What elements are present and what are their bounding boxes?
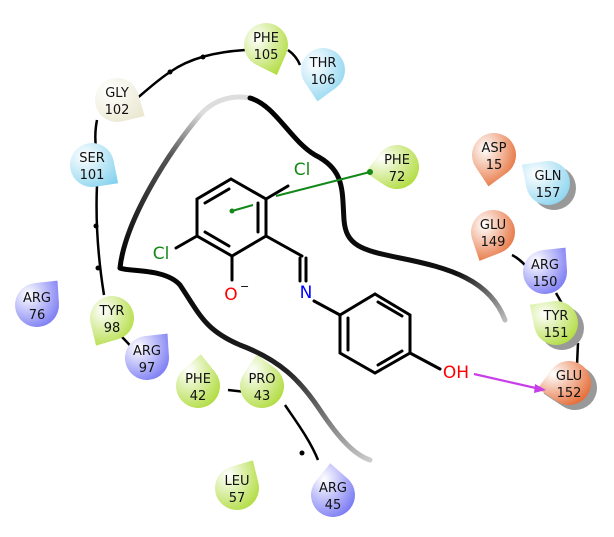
residue-num: 102 <box>105 103 130 118</box>
residue-name: ARG <box>23 291 51 306</box>
residue-shape <box>521 161 571 206</box>
residue-phe-72: PHE 72 <box>365 144 419 189</box>
residue-num: 152 <box>557 386 582 401</box>
residue-pro-43: PRO 43 <box>240 354 285 409</box>
residue-num: 105 <box>254 48 279 63</box>
residue-phe-42: PHE 42 <box>175 354 220 408</box>
residue-name: PHE <box>384 153 410 168</box>
residue-ser-101: SER 101 <box>70 143 119 187</box>
residue-name: PHE <box>253 31 279 46</box>
residue-num: 43 <box>254 389 271 404</box>
residue-num: 97 <box>139 361 156 376</box>
pi-stacking-dot <box>367 169 373 175</box>
residue-name: GLU <box>556 369 582 384</box>
residue-shape <box>15 280 60 327</box>
residue-shape <box>529 301 578 346</box>
charge-label: − <box>240 280 249 293</box>
chlorine-top-label: Cl <box>294 160 311 180</box>
residue-arg-45: ARG 45 <box>311 463 355 517</box>
nitrogen-label: N <box>300 283 313 303</box>
residue-thr-106: THR 106 <box>301 48 346 102</box>
oxygen-anion-label: O <box>224 285 237 305</box>
residue-name: ASP <box>482 141 507 156</box>
residue-name: THR <box>309 56 337 71</box>
residue-phe-105: PHE 105 <box>244 22 288 75</box>
residue-num: 101 <box>80 168 105 183</box>
residue-name: GLY <box>105 86 129 101</box>
residue-num: 45 <box>325 498 342 513</box>
residue-glu-152: GLU 152 <box>537 361 598 411</box>
residue-num: 57 <box>229 491 246 506</box>
residue-shape <box>240 354 285 409</box>
residue-num: 151 <box>544 326 569 341</box>
residue-gly-102: GLY 102 <box>95 78 145 122</box>
residue-tyr-151: TYR 151 <box>529 301 585 350</box>
residue-num: 149 <box>481 235 506 250</box>
residue-arg-76: ARG 76 <box>15 280 60 327</box>
residue-num: 76 <box>29 308 46 323</box>
residue-gln-157: GLN 157 <box>521 161 576 210</box>
residue-num: 42 <box>190 389 207 404</box>
hbond-arrowhead <box>534 384 546 393</box>
ligand-atoms: Cl Cl O − N OH <box>153 160 469 383</box>
residue-name: SER <box>79 151 105 166</box>
residue-name: TYR <box>99 304 125 319</box>
residue-name: ARG <box>531 258 559 273</box>
residue-name: PRO <box>248 372 275 387</box>
residue-shape <box>537 361 591 405</box>
residue-num: 157 <box>536 186 561 201</box>
residue-name: LEU <box>225 474 250 489</box>
hydroxyl-label: OH <box>443 363 469 383</box>
residue-shape <box>244 22 288 75</box>
residue-shape <box>215 460 259 510</box>
residue-shape <box>70 143 119 187</box>
pi-stacking-arrow-dot <box>229 208 235 214</box>
pocket-outline <box>117 94 508 463</box>
pi-stacking-line <box>275 171 371 197</box>
chlorine-left-label: Cl <box>153 244 170 264</box>
backbone-dots <box>93 54 305 456</box>
residue-shape <box>523 247 568 294</box>
residue-arg-97: ARG 97 <box>125 333 170 381</box>
interactions <box>229 169 546 393</box>
residue-shape <box>175 354 220 408</box>
residue-num: 150 <box>533 275 558 290</box>
residue-shape <box>301 48 346 102</box>
residue-asp-15: ASP 15 <box>472 133 517 187</box>
residue-num: 15 <box>486 158 503 173</box>
residue-shape <box>472 133 517 187</box>
residue-shape <box>311 463 355 517</box>
residue-shape <box>365 144 419 189</box>
hbond-line <box>473 372 541 391</box>
residue-layer: PHE105THR106GLY102SER101PHE72ASP15GLN157… <box>15 22 598 517</box>
residue-glu-149: GLU 149 <box>471 210 516 261</box>
ring-hydroxyphenyl <box>338 292 412 375</box>
residue-name: GLU <box>480 218 506 233</box>
residue-name: GLN <box>534 169 561 184</box>
residue-shape <box>90 296 135 346</box>
residue-name: PHE <box>185 372 211 387</box>
residue-shape <box>471 210 516 261</box>
ring-dichlorophenol <box>195 177 268 258</box>
residue-num: 98 <box>104 321 121 336</box>
residue-tyr-98: TYR 98 <box>90 296 135 346</box>
residue-name: ARG <box>133 344 161 359</box>
residue-arg-150: ARG 150 <box>523 247 568 294</box>
residue-shape <box>95 78 145 122</box>
residue-name: ARG <box>319 481 347 496</box>
residue-num: 106 <box>311 73 336 88</box>
pi-stacking-arrow <box>231 204 254 212</box>
ligand <box>174 177 442 375</box>
residue-num: 72 <box>389 170 406 185</box>
residue-name: TYR <box>543 309 569 324</box>
residue-shape <box>125 333 170 381</box>
residue-leu-57: LEU 57 <box>215 460 259 510</box>
